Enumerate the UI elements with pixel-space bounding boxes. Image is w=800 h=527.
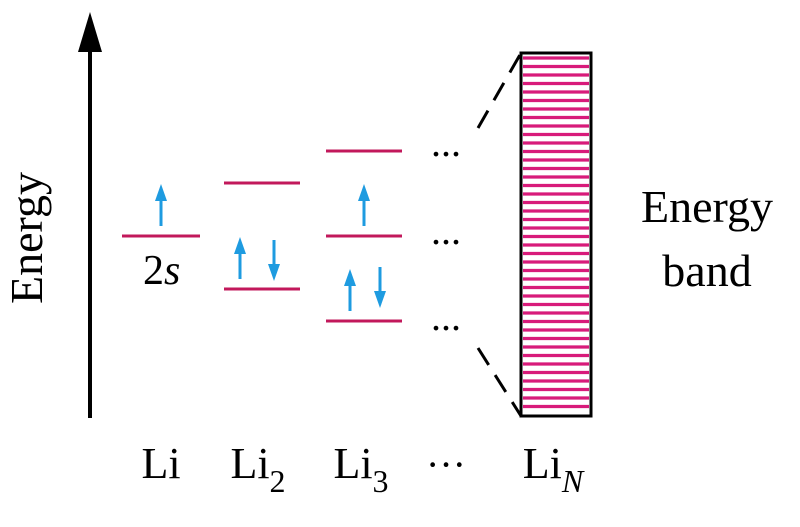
energy-axis: Energy [1,12,102,418]
label-lin: LiN [523,439,585,499]
label-li: Li [141,439,180,488]
spin-up-electron [358,184,370,226]
spin-down-electron [374,267,386,308]
energy-band-box [519,51,593,418]
energy-band-label-line1: Energy [641,181,773,232]
band-fill-lines [523,56,589,409]
label-ellipsis: ··· [426,442,466,487]
energy-band [519,51,593,418]
ellipses: ... ... ... [431,120,461,339]
spin-up-electron [155,184,167,226]
dashed-connector-bottom [476,347,523,417]
li-levels: 2s [122,184,200,294]
orbital-label-2s: 2s [143,248,180,294]
energy-band-label: Energy band [641,181,773,296]
ellipsis-middle: ... [431,208,461,253]
band-connectors [476,52,523,417]
energy-axis-label: Energy [1,172,52,304]
label-li2: Li2 [230,439,285,499]
energy-axis-arrow [78,12,102,52]
li2-levels [224,181,300,291]
spin-down-electron [268,240,280,281]
energy-band-label-line2: band [662,245,751,296]
bottom-labels: Li Li2 Li3 ··· LiN [141,439,584,499]
spin-up-electron [234,237,246,279]
li3-levels [326,149,402,323]
dashed-connector-top [476,52,523,129]
label-li3: Li3 [333,439,388,499]
ellipsis-bottom: ... [431,294,461,339]
orbital-label-letter: s [164,248,180,294]
ellipsis-top: ... [431,120,461,165]
orbital-label-number: 2 [143,248,164,294]
spin-up-electron [344,269,356,311]
